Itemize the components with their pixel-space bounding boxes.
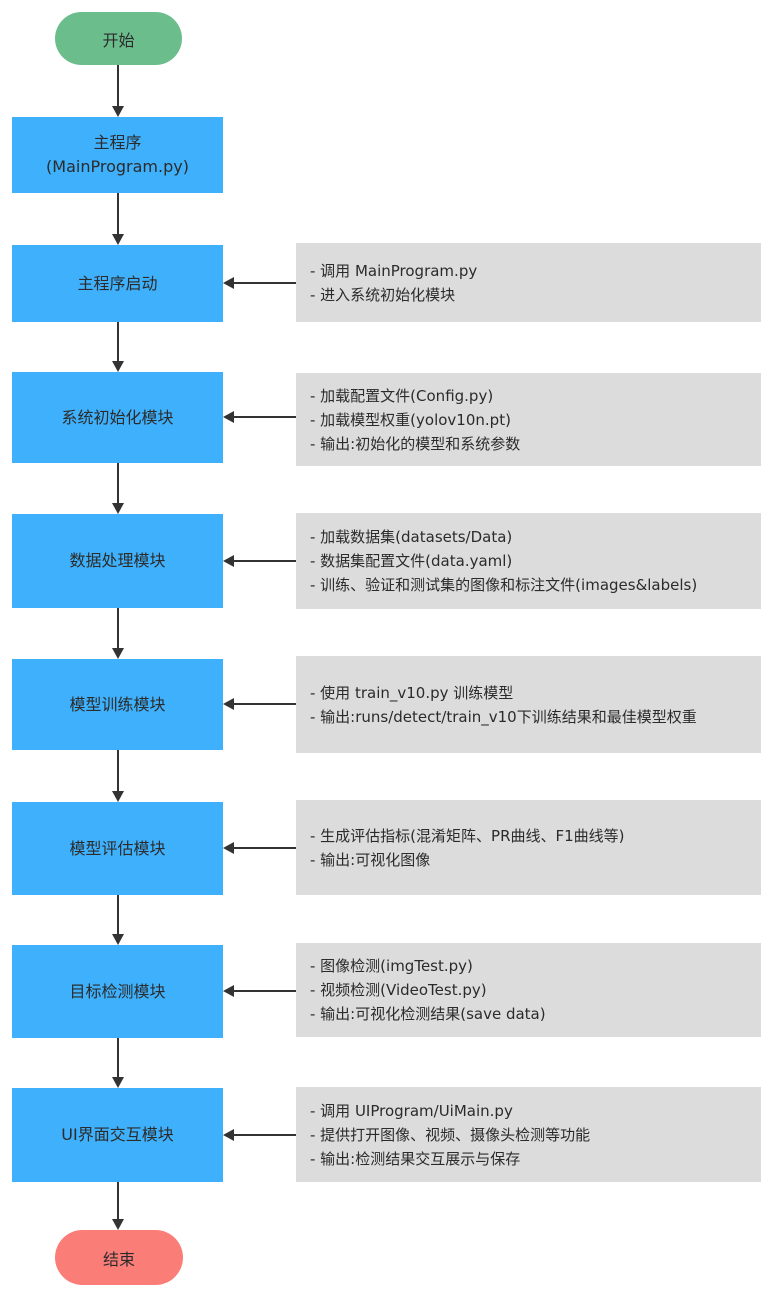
arrow-line [234, 416, 296, 418]
note-line: - 图像检测(imgTest.py) [310, 957, 473, 975]
node-system-init: 系统初始化模块 [12, 372, 223, 463]
arrow-head [112, 1077, 124, 1088]
note-main-program-start: - 调用 MainProgram.py - 进入系统初始化模块 [296, 243, 761, 322]
note-line: - 加载配置文件(Config.py) [310, 386, 494, 405]
node-model-evaluation: 模型评估模块 [12, 802, 223, 895]
arrow-line [117, 1182, 119, 1219]
note-line: - 训练、验证和测试集的图像和标注文件(images&labels) [310, 576, 698, 594]
note-line: - 视频检测(VideoTest.py) [310, 981, 487, 999]
arrow-line [117, 750, 119, 791]
arrow-line [117, 322, 119, 361]
note-ui-interaction: - 调用 UIProgram/UiMain.py - 提供打开图像、视频、摄像头… [296, 1087, 761, 1182]
arrow-head [112, 503, 124, 514]
note-model-training: - 使用 train_v10.py 训练模型 - 输出:runs/detect/… [296, 656, 761, 753]
start-node: 开始 [55, 12, 182, 65]
end-node: 结束 [55, 1230, 183, 1285]
note-line: - 进入系统初始化模块 [310, 285, 456, 304]
arrow-line [234, 1134, 296, 1136]
note-line: - 输出:runs/detect/train_v10下训练结果和最佳模型权重 [310, 707, 697, 726]
arrow-head [223, 411, 234, 423]
arrow-line [117, 193, 119, 234]
note-line: - 数据集配置文件(data.yaml) [310, 552, 513, 570]
note-line: - 生成评估指标(混淆矩阵、PR曲线、F1曲线等) [310, 826, 625, 845]
node-ui-interaction: UI界面交互模块 [12, 1088, 223, 1182]
arrow-head [223, 698, 234, 710]
arrow-head [112, 234, 124, 245]
note-model-evaluation: - 生成评估指标(混淆矩阵、PR曲线、F1曲线等) - 输出:可视化图像 [296, 800, 761, 895]
note-system-init: - 加载配置文件(Config.py) - 加载模型权重(yolov10n.pt… [296, 373, 761, 466]
note-line: - 调用 UIProgram/UiMain.py [310, 1101, 513, 1120]
arrow-head [112, 934, 124, 945]
note-line: - 提供打开图像、视频、摄像头检测等功能 [310, 1125, 591, 1144]
arrow-line [117, 895, 119, 934]
arrow-line [234, 703, 296, 705]
node-main-program: 主程序 (MainProgram.py) [12, 117, 223, 193]
arrow-head [112, 791, 124, 802]
node-data-processing: 数据处理模块 [12, 514, 223, 608]
arrow-head [223, 555, 234, 567]
arrow-head [223, 1129, 234, 1141]
arrow-line [117, 1038, 119, 1077]
arrow-head [223, 277, 234, 289]
note-line: - 加载数据集(datasets/Data) [310, 528, 513, 546]
node-model-training: 模型训练模块 [12, 659, 223, 750]
node-main-program-start: 主程序启动 [12, 245, 223, 322]
arrow-head [223, 985, 234, 997]
note-line: - 使用 train_v10.py 训练模型 [310, 683, 514, 702]
arrow-line [234, 560, 296, 562]
note-object-detection: - 图像检测(imgTest.py) - 视频检测(VideoTest.py) … [296, 943, 761, 1037]
arrow-line [117, 463, 119, 503]
note-line: - 输出:检测结果交互展示与保存 [310, 1149, 521, 1168]
arrow-line [234, 990, 296, 992]
note-line: - 输出:可视化图像 [310, 850, 431, 869]
note-line: - 调用 MainProgram.py [310, 261, 478, 280]
arrow-line [234, 847, 296, 849]
arrow-line [117, 608, 119, 648]
arrow-line [117, 65, 119, 106]
node-object-detection: 目标检测模块 [12, 945, 223, 1038]
arrow-head [223, 842, 234, 854]
note-line: - 输出:初始化的模型和系统参数 [310, 434, 521, 453]
arrow-head [112, 1219, 124, 1230]
note-line: - 加载模型权重(yolov10n.pt) [310, 410, 511, 429]
arrow-head [112, 648, 124, 659]
note-line: - 输出:可视化检测结果(save data) [310, 1005, 546, 1023]
arrow-head [112, 361, 124, 372]
arrow-head [112, 106, 124, 117]
arrow-line [234, 282, 296, 284]
note-data-processing: - 加载数据集(datasets/Data) - 数据集配置文件(data.ya… [296, 513, 761, 609]
